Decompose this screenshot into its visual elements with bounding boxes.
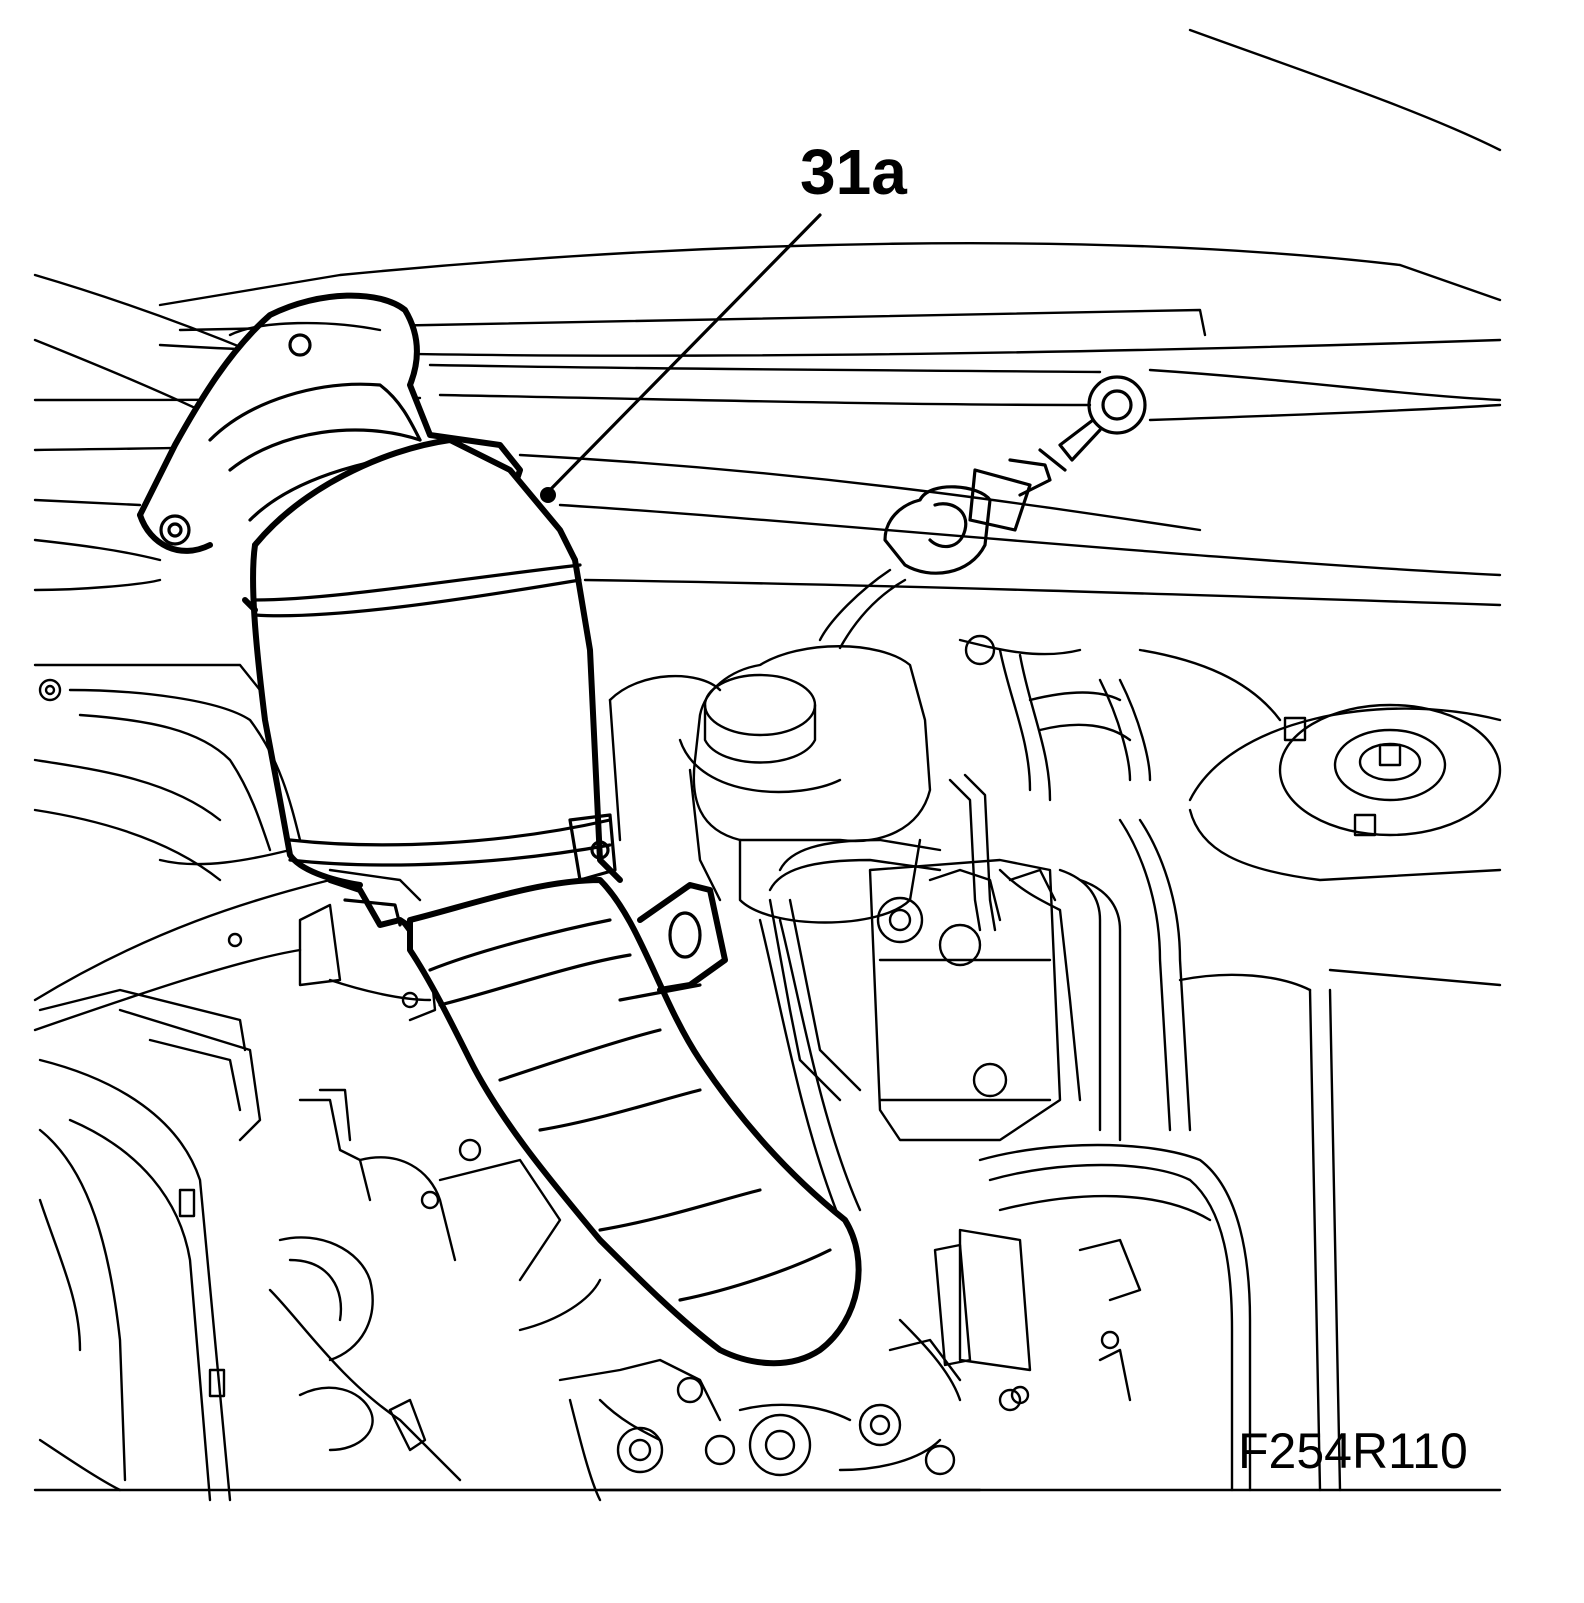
right-strut-tower: [998, 648, 1502, 1492]
cable-sensor-assembly: [883, 375, 1147, 575]
intake-duct: [137, 292, 862, 1367]
scuttle-panel: [33, 242, 1502, 607]
brake-lines: [758, 678, 1192, 1222]
callout-label: 31a: [800, 136, 907, 208]
reservoir-hoses: [818, 568, 1082, 802]
radiator-support: [38, 988, 262, 1502]
brake-fluid-reservoir: [608, 645, 932, 924]
lower-engine-components: [268, 868, 562, 1482]
wiring-harness: [898, 1143, 1252, 1492]
mount-hole: [964, 634, 996, 666]
left-inner-wing: [33, 663, 332, 1032]
abs-hydraulic-unit: [868, 858, 1062, 1142]
callout-31a-leader: [540, 213, 822, 503]
figure-code: F254R110: [1238, 1423, 1468, 1479]
hood-edge-curve: [1188, 28, 1502, 152]
mount-hole: [227, 932, 243, 948]
